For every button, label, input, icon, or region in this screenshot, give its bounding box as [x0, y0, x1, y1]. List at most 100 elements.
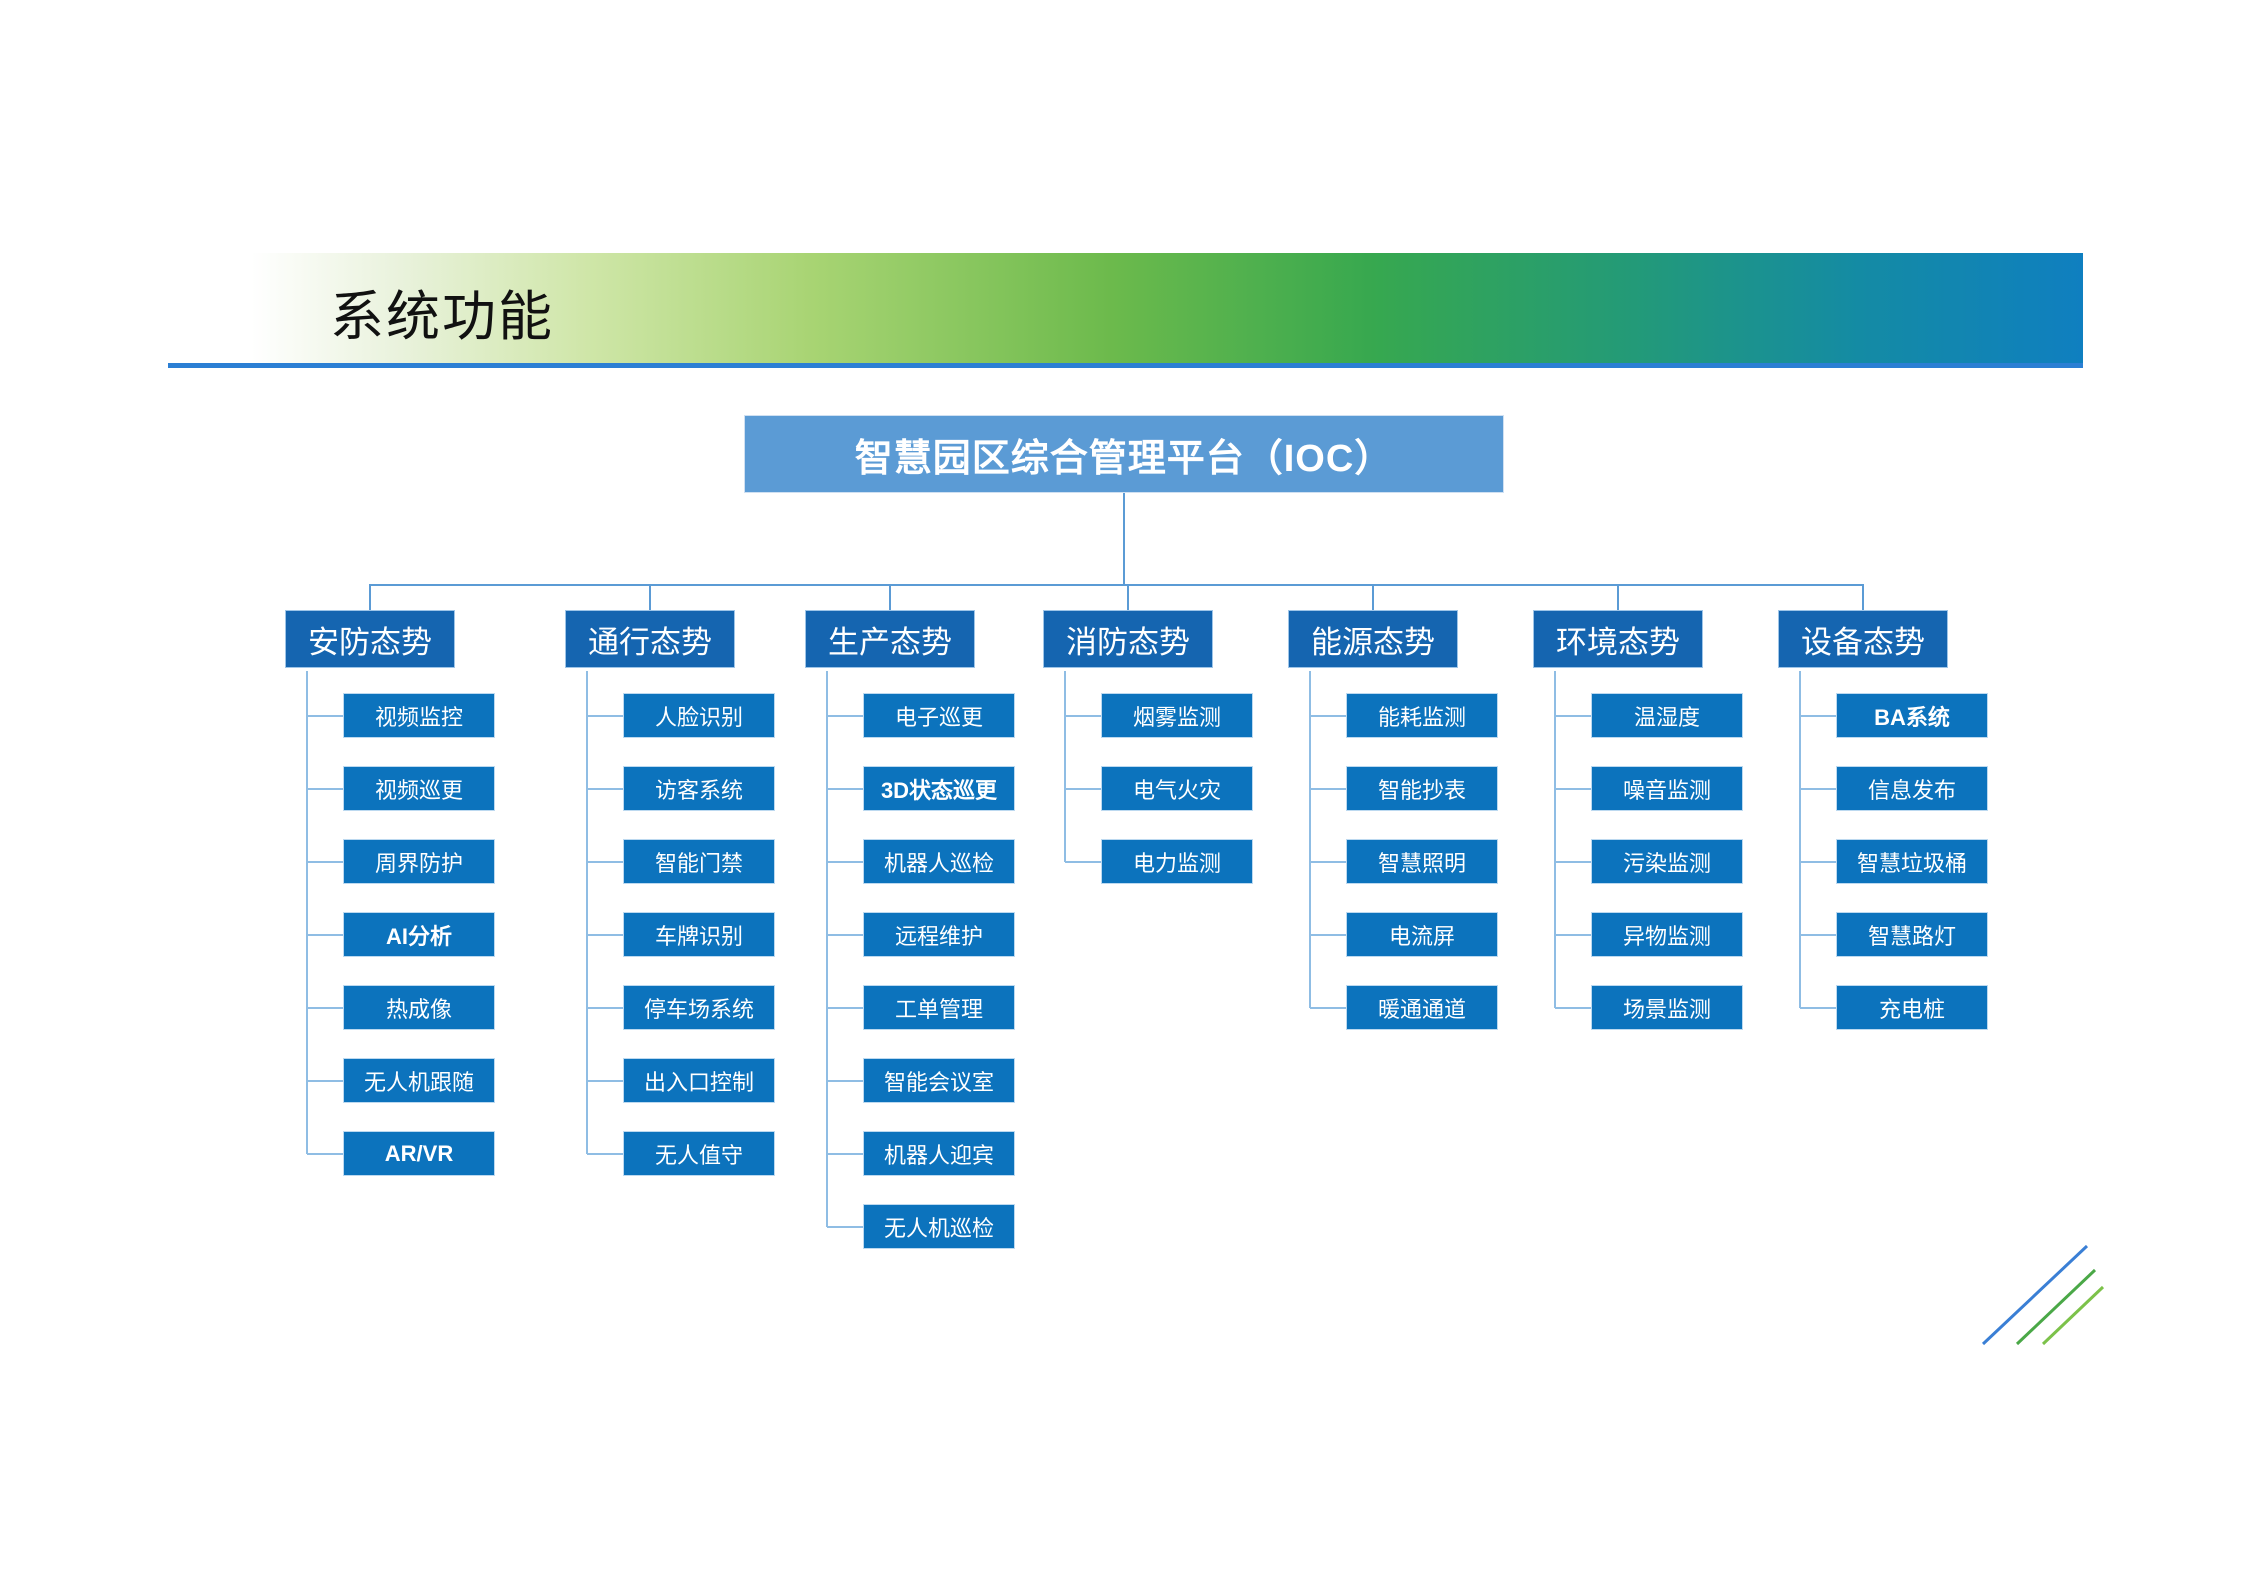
connector-column-trunk-3	[826, 671, 828, 1227]
leaf-node-充电桩[interactable]: 充电桩	[1836, 985, 1988, 1030]
leaf-node-无人机巡检[interactable]: 无人机巡检	[863, 1204, 1015, 1249]
leaf-node-视频巡更[interactable]: 视频巡更	[343, 766, 495, 811]
connector-leaf-stub-1-6	[307, 1079, 343, 1082]
leaf-node-3D状态巡更[interactable]: 3D状态巡更	[863, 766, 1015, 811]
connector-leaf-stub-2-1	[587, 714, 623, 717]
leaf-node-信息发布[interactable]: 信息发布	[1836, 766, 1988, 811]
connector-leaf-stub-3-1	[827, 714, 863, 717]
connector-column-trunk-5	[1309, 671, 1311, 1008]
leaf-node-周界防护[interactable]: 周界防护	[343, 839, 495, 884]
connector-leaf-stub-2-5	[587, 1006, 623, 1009]
page-title: 系统功能	[330, 285, 554, 348]
connector-leaf-stub-7-4	[1800, 933, 1836, 936]
leaf-node-智能抄表[interactable]: 智能抄表	[1346, 766, 1498, 811]
connector-leaf-stub-3-8	[827, 1225, 863, 1228]
leaf-node-智慧照明[interactable]: 智慧照明	[1346, 839, 1498, 884]
connector-leaf-stub-6-2	[1555, 787, 1591, 790]
connector-root-stem	[1123, 493, 1125, 584]
leaf-node-智能会议室[interactable]: 智能会议室	[863, 1058, 1015, 1103]
connector-bus-to-category-4	[1127, 584, 1129, 610]
connector-leaf-stub-3-3	[827, 860, 863, 863]
connector-leaf-stub-3-2	[827, 787, 863, 790]
diagonal-stripes-decoration	[1981, 1244, 2105, 1346]
connector-bus-to-category-3	[889, 584, 891, 610]
connector-bus-to-category-1	[369, 584, 371, 610]
connector-leaf-stub-2-3	[587, 860, 623, 863]
leaf-node-电流屏[interactable]: 电流屏	[1346, 912, 1498, 957]
connector-leaf-stub-2-6	[587, 1079, 623, 1082]
connector-leaf-stub-1-2	[307, 787, 343, 790]
connector-leaf-stub-3-6	[827, 1079, 863, 1082]
connector-leaf-stub-6-5	[1555, 1006, 1591, 1009]
root-node-ioc-platform[interactable]: 智慧园区综合管理平台（IOC）	[744, 415, 1504, 493]
connector-leaf-stub-4-1	[1065, 714, 1101, 717]
leaf-node-机器人迎宾[interactable]: 机器人迎宾	[863, 1131, 1015, 1176]
leaf-node-视频监控[interactable]: 视频监控	[343, 693, 495, 738]
connector-column-trunk-2	[586, 671, 588, 1154]
leaf-node-AI分析[interactable]: AI分析	[343, 912, 495, 957]
connector-leaf-stub-7-3	[1800, 860, 1836, 863]
header-banner	[214, 253, 2083, 363]
leaf-node-智慧路灯[interactable]: 智慧路灯	[1836, 912, 1988, 957]
leaf-node-电力监测[interactable]: 电力监测	[1101, 839, 1253, 884]
connector-category-bus	[370, 584, 1863, 586]
leaf-node-场景监测[interactable]: 场景监测	[1591, 985, 1743, 1030]
leaf-node-机器人巡检[interactable]: 机器人巡检	[863, 839, 1015, 884]
connector-leaf-stub-2-2	[587, 787, 623, 790]
connector-leaf-stub-4-3	[1065, 860, 1101, 863]
leaf-node-异物监测[interactable]: 异物监测	[1591, 912, 1743, 957]
leaf-node-暖通通道[interactable]: 暖通通道	[1346, 985, 1498, 1030]
connector-leaf-stub-5-5	[1310, 1006, 1346, 1009]
connector-leaf-stub-5-1	[1310, 714, 1346, 717]
category-header-安防态势[interactable]: 安防态势	[285, 610, 455, 668]
connector-leaf-stub-3-5	[827, 1006, 863, 1009]
leaf-node-温湿度[interactable]: 温湿度	[1591, 693, 1743, 738]
leaf-node-工单管理[interactable]: 工单管理	[863, 985, 1015, 1030]
connector-leaf-stub-5-3	[1310, 860, 1346, 863]
leaf-node-电气火灾[interactable]: 电气火灾	[1101, 766, 1253, 811]
connector-leaf-stub-1-4	[307, 933, 343, 936]
leaf-node-访客系统[interactable]: 访客系统	[623, 766, 775, 811]
leaf-node-污染监测[interactable]: 污染监测	[1591, 839, 1743, 884]
category-header-环境态势[interactable]: 环境态势	[1533, 610, 1703, 668]
connector-column-trunk-6	[1554, 671, 1556, 1008]
leaf-node-无人值守[interactable]: 无人值守	[623, 1131, 775, 1176]
leaf-node-烟雾监测[interactable]: 烟雾监测	[1101, 693, 1253, 738]
category-header-生产态势[interactable]: 生产态势	[805, 610, 975, 668]
connector-leaf-stub-5-2	[1310, 787, 1346, 790]
leaf-node-智慧垃圾桶[interactable]: 智慧垃圾桶	[1836, 839, 1988, 884]
leaf-node-电子巡更[interactable]: 电子巡更	[863, 693, 1015, 738]
connector-leaf-stub-1-3	[307, 860, 343, 863]
leaf-node-停车场系统[interactable]: 停车场系统	[623, 985, 775, 1030]
category-header-设备态势[interactable]: 设备态势	[1778, 610, 1948, 668]
leaf-node-热成像[interactable]: 热成像	[343, 985, 495, 1030]
leaf-node-出入口控制[interactable]: 出入口控制	[623, 1058, 775, 1103]
leaf-node-无人机跟随[interactable]: 无人机跟随	[343, 1058, 495, 1103]
connector-leaf-stub-2-7	[587, 1152, 623, 1155]
connector-bus-to-category-2	[649, 584, 651, 610]
leaf-node-智能门禁[interactable]: 智能门禁	[623, 839, 775, 884]
leaf-node-BA系统[interactable]: BA系统	[1836, 693, 1988, 738]
connector-leaf-stub-7-1	[1800, 714, 1836, 717]
connector-leaf-stub-6-4	[1555, 933, 1591, 936]
leaf-node-远程维护[interactable]: 远程维护	[863, 912, 1015, 957]
connector-leaf-stub-1-5	[307, 1006, 343, 1009]
category-header-能源态势[interactable]: 能源态势	[1288, 610, 1458, 668]
connector-leaf-stub-4-2	[1065, 787, 1101, 790]
connector-leaf-stub-3-7	[827, 1152, 863, 1155]
leaf-node-人脸识别[interactable]: 人脸识别	[623, 693, 775, 738]
connector-leaf-stub-5-4	[1310, 933, 1346, 936]
leaf-node-AR/VR[interactable]: AR/VR	[343, 1131, 495, 1176]
leaf-node-噪音监测[interactable]: 噪音监测	[1591, 766, 1743, 811]
connector-leaf-stub-6-1	[1555, 714, 1591, 717]
connector-leaf-stub-7-5	[1800, 1006, 1836, 1009]
connector-bus-to-category-7	[1862, 584, 1864, 610]
category-header-消防态势[interactable]: 消防态势	[1043, 610, 1213, 668]
connector-column-trunk-1	[306, 671, 308, 1154]
connector-column-trunk-4	[1064, 671, 1066, 862]
leaf-node-能耗监测[interactable]: 能耗监测	[1346, 693, 1498, 738]
category-header-通行态势[interactable]: 通行态势	[565, 610, 735, 668]
connector-leaf-stub-2-4	[587, 933, 623, 936]
leaf-node-车牌识别[interactable]: 车牌识别	[623, 912, 775, 957]
